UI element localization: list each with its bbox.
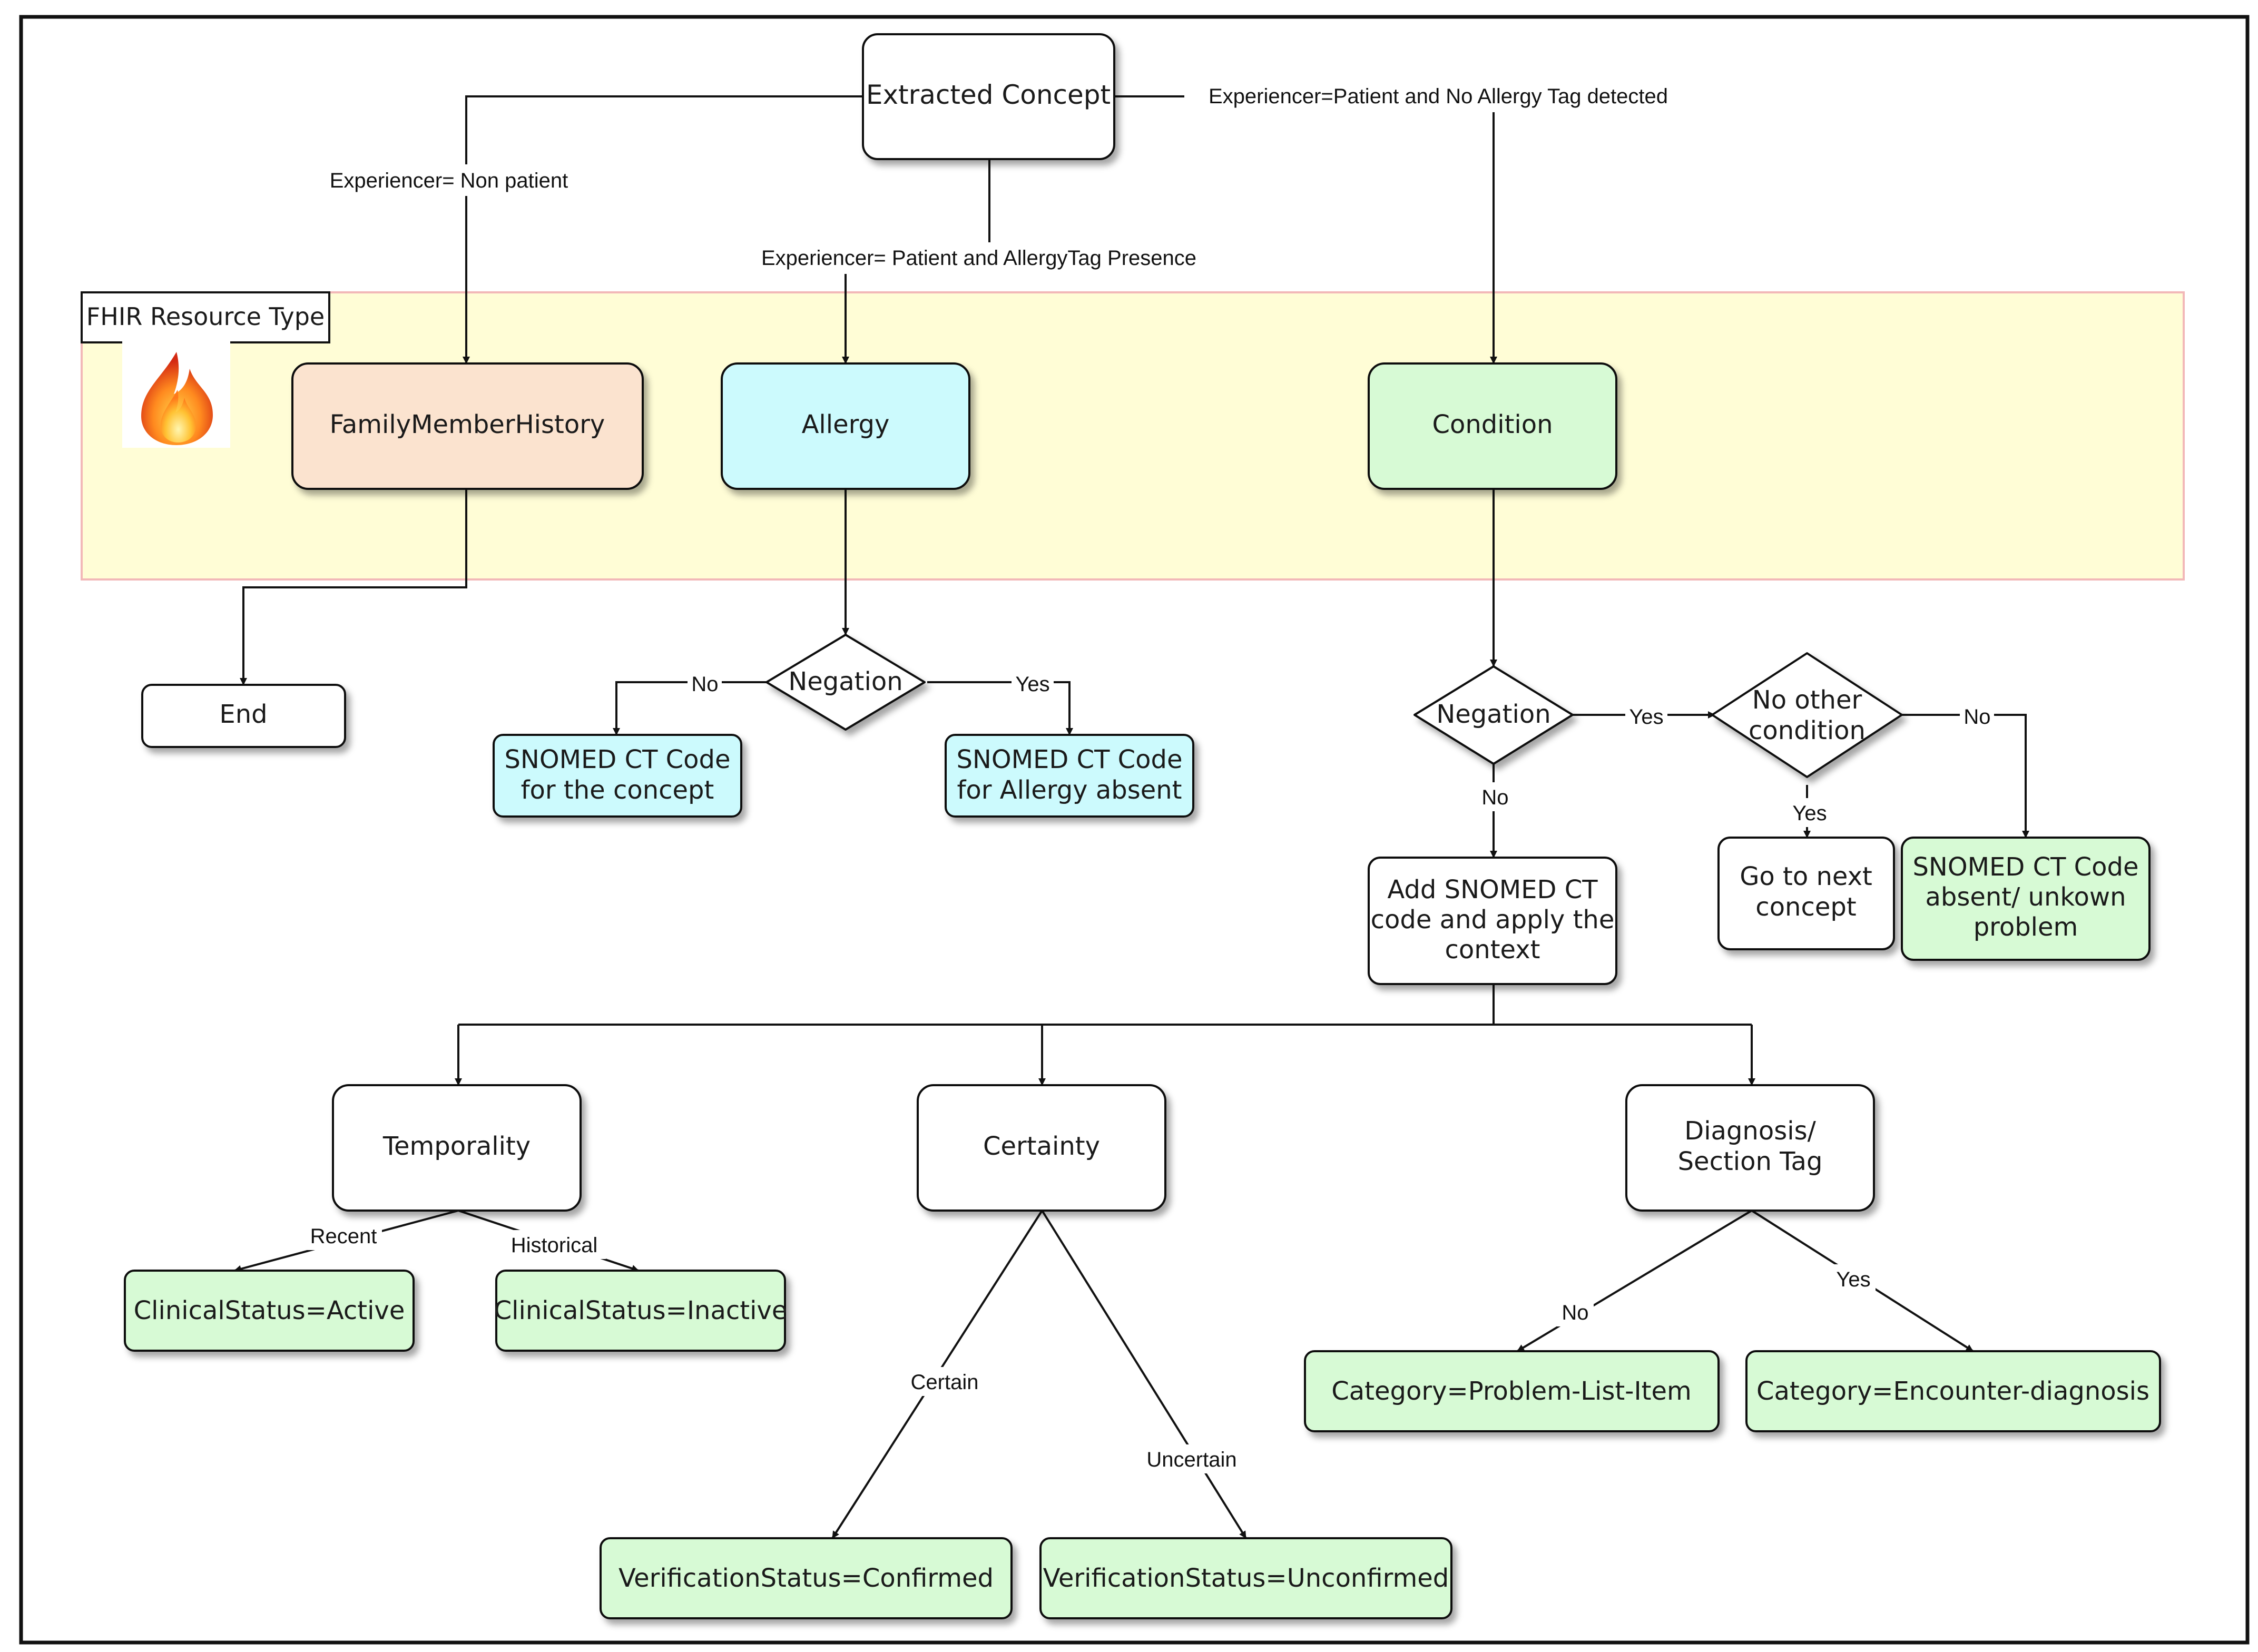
edge-negation-yes-to-allergy-absent	[927, 681, 1073, 735]
edge-label-bg	[316, 164, 580, 196]
node-diagnosis-section-tag: Diagnosis/ Section Tag	[1625, 1084, 1875, 1212]
edge-label-neg1-no: No	[691, 673, 718, 696]
node-temporality: Temporality	[332, 1084, 582, 1212]
node-clinical-status-active: ClinicalStatus=Active	[124, 1270, 415, 1352]
node-problem-list-label: Category=Problem-List-Item	[1331, 1376, 1692, 1406]
node-snomed-concept: SNOMED CT Code for the concept	[493, 734, 742, 818]
node-condition: Condition	[1368, 362, 1617, 490]
node-snomed-absent: SNOMED CT Code absent/ unkown problem	[1901, 837, 2151, 961]
node-go-next-concept: Go to next concept	[1717, 837, 1895, 950]
node-certainty-label: Certainty	[983, 1132, 1100, 1161]
node-negation-condition: Negation	[1413, 665, 1574, 765]
fhir-resource-label-text: FHIR Resource Type	[86, 302, 325, 331]
node-snomed-allergy-absent-line-1: SNOMED CT Code	[956, 745, 1182, 774]
edge-label-bg	[738, 242, 1222, 274]
edge-label-bg	[1012, 669, 1054, 698]
node-extracted-concept: Extracted Concept	[862, 33, 1115, 160]
node-temporality-label: Temporality	[382, 1132, 531, 1161]
edge-label-no-other-no: No	[1964, 705, 1990, 729]
edge-label-bg	[1625, 702, 1667, 731]
node-snomed-allergy-absent-line-2: for Allergy absent	[957, 775, 1182, 805]
edge-label-diag-no: No	[1562, 1301, 1588, 1324]
node-snomed-concept-line-2: for the concept	[521, 775, 714, 805]
node-diagnosis-line-1: Diagnosis/	[1684, 1116, 1816, 1146]
edge-label-bg	[1138, 1444, 1243, 1473]
edge-label-bg	[1478, 782, 1512, 811]
node-family-member-history: FamilyMemberHistory	[291, 362, 644, 490]
node-family-member-history-label: FamilyMemberHistory	[330, 410, 605, 439]
edge-certainty-uncertain	[1041, 1210, 1247, 1539]
node-end: End	[141, 684, 346, 748]
node-add-snomed-line-2: code and apply the	[1371, 905, 1615, 935]
node-snomed-absent-line-2: absent/ unkown	[1925, 882, 2126, 912]
edge-label-no-allergy-tag: Experiencer=Patient and No Allergy Tag d…	[1209, 85, 1668, 108]
node-negation-allergy-label: Negation	[788, 667, 902, 696]
edge-label-bg	[503, 1230, 606, 1259]
edge-label-historical: Historical	[511, 1234, 597, 1257]
node-negation-condition-label: Negation	[1436, 700, 1550, 729]
node-confirmed-label: VerificationStatus=Confirmed	[619, 1564, 994, 1593]
node-no-other-condition-line-2: condition	[1749, 716, 1866, 745]
edge-label-certain: Certain	[911, 1371, 979, 1394]
edge-diagnosis-no	[1516, 1210, 1753, 1352]
node-go-next-line-1: Go to next	[1740, 862, 1872, 891]
node-add-snomed: Add SNOMED CT code and apply the context	[1368, 857, 1617, 985]
fhir-flame-icon	[122, 340, 230, 448]
edge-label-no-other-yes: Yes	[1792, 802, 1827, 825]
node-diagnosis-line-2: Section Tag	[1678, 1147, 1823, 1176]
edge-label-bg	[303, 1221, 382, 1250]
edge-label-bg	[1184, 81, 1690, 112]
edge-label-neg1-yes: Yes	[1015, 673, 1049, 696]
node-negation-allergy: Negation	[765, 634, 926, 731]
node-verification-unconfirmed: VerificationStatus=Unconfirmed	[1039, 1537, 1452, 1619]
edge-label-bg	[688, 669, 722, 698]
edge-label-bg	[1557, 1297, 1594, 1326]
node-allergy-label: Allergy	[802, 410, 890, 439]
edge-label-bg	[904, 1367, 983, 1396]
node-active-label: ClinicalStatus=Active	[134, 1296, 405, 1325]
node-no-other-condition-line-1: No other	[1752, 685, 1862, 715]
node-snomed-allergy-absent: SNOMED CT Code for Allergy absent	[945, 734, 1194, 818]
edge-label-bg	[1789, 798, 1831, 827]
node-unconfirmed-label: VerificationStatus=Unconfirmed	[1043, 1564, 1449, 1593]
edge-family-to-end	[240, 490, 467, 685]
node-go-next-line-2: concept	[1755, 892, 1856, 922]
node-add-snomed-line-1: Add SNOMED CT	[1387, 875, 1598, 904]
node-no-other-condition: No other condition	[1711, 652, 1903, 778]
node-clinical-status-inactive: ClinicalStatus=Inactive	[494, 1270, 788, 1352]
node-add-snomed-line-3: context	[1445, 935, 1540, 965]
node-extracted-concept-label: Extracted Concept	[866, 80, 1111, 110]
edge-extracted-to-family	[463, 95, 863, 364]
edge-label-neg2-yes: Yes	[1629, 705, 1663, 729]
edge-label-diag-yes: Yes	[1836, 1268, 1870, 1291]
node-snomed-concept-line-1: SNOMED CT Code	[504, 745, 730, 774]
edge-label-recent: Recent	[310, 1225, 377, 1248]
node-condition-label: Condition	[1432, 410, 1553, 439]
node-certainty: Certainty	[917, 1084, 1166, 1212]
edge-label-bg	[1960, 702, 1994, 731]
node-snomed-absent-line-1: SNOMED CT Code	[1912, 852, 2138, 882]
node-end-label: End	[219, 700, 267, 729]
fhir-resource-label: FHIR Resource Type	[81, 291, 330, 343]
node-verification-confirmed: VerificationStatus=Confirmed	[600, 1537, 1013, 1619]
edge-no-other-no-to-snomed-absent	[1902, 714, 2029, 838]
node-category-problem-list: Category=Problem-List-Item	[1304, 1350, 1720, 1432]
edge-label-neg2-no: No	[1481, 786, 1508, 809]
edge-label-non-patient: Experiencer= Non patient	[330, 169, 568, 192]
edge-label-bg	[1831, 1264, 1876, 1293]
edge-label-allergy-tag: Experiencer= Patient and AllergyTag Pres…	[761, 247, 1196, 270]
node-inactive-label: ClinicalStatus=Inactive	[494, 1296, 788, 1325]
node-allergy: Allergy	[721, 362, 970, 490]
edge-label-uncertain: Uncertain	[1146, 1448, 1236, 1471]
node-snomed-absent-line-3: problem	[1974, 912, 2078, 942]
node-encounter-label: Category=Encounter-diagnosis	[1756, 1376, 2149, 1406]
node-category-encounter: Category=Encounter-diagnosis	[1745, 1350, 2161, 1432]
